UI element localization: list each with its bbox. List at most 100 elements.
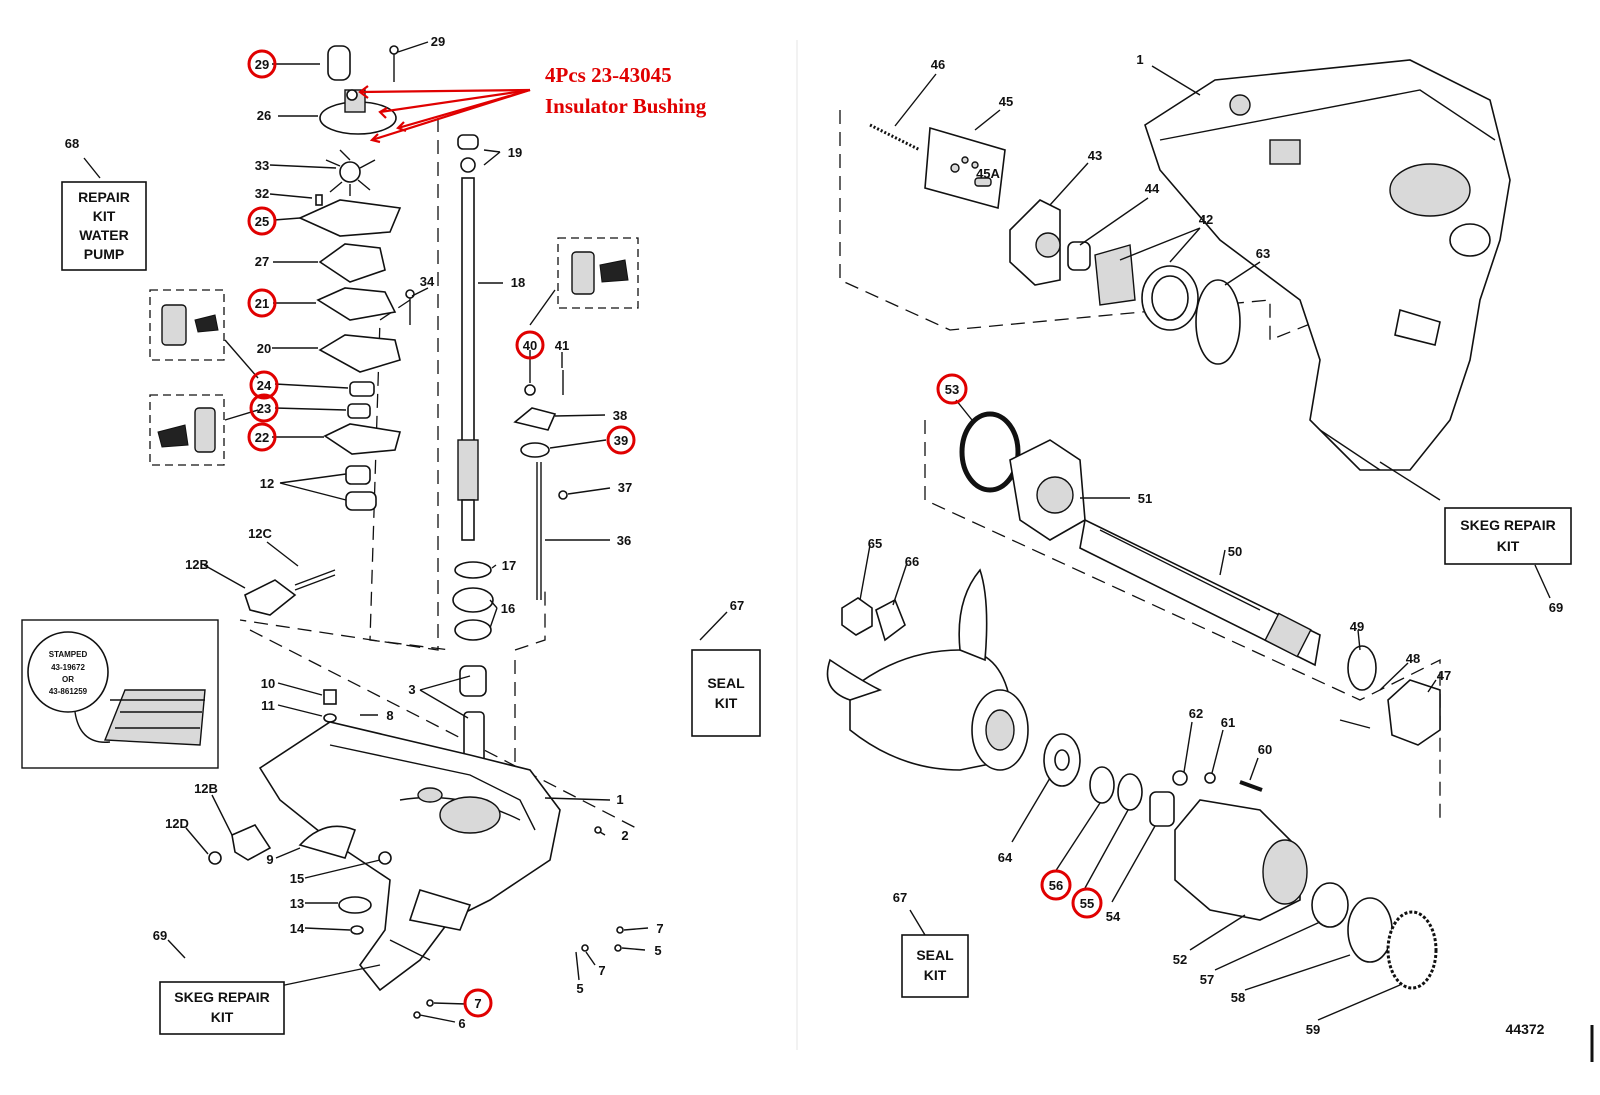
- part-label: 49: [1350, 619, 1364, 634]
- box-label: SKEG REPAIR: [174, 989, 269, 1005]
- part-label: 60: [1258, 742, 1272, 757]
- part-label: 69: [1549, 600, 1563, 615]
- part-label: 50: [1228, 544, 1242, 559]
- part-label: 62: [1189, 706, 1203, 721]
- part-label: 22: [255, 430, 269, 445]
- part-label: 12: [260, 476, 274, 491]
- left-diagram: STAMPED 43-19672 OR 43-861259 29 29 26 6…: [21, 34, 761, 1035]
- box-label: KIT: [924, 967, 947, 983]
- part-label: 26: [257, 108, 271, 123]
- part-label: 39: [614, 433, 628, 448]
- highlight-circle: [249, 370, 279, 400]
- right-part-labels: 46 1 45 43 45A 44 42 63 53 51 65 66 50 4…: [868, 52, 1563, 1037]
- part-label: 20: [257, 341, 271, 356]
- part-label: 2: [621, 828, 628, 843]
- highlight-circle: [606, 425, 636, 455]
- part-label: 52: [1173, 952, 1187, 967]
- part-label: 57: [1200, 972, 1214, 987]
- right-diagram: 46 1 45 43 45A 44 42 63 53 51 65 66 50 4…: [826, 52, 1594, 1062]
- part-label: 69: [153, 928, 167, 943]
- part-label: 15: [290, 871, 304, 886]
- annotation-arrows: [358, 85, 531, 144]
- part-label: 36: [617, 533, 631, 548]
- box-label: KIT: [93, 208, 116, 224]
- stamped-gear-text: STAMPED 43-19672 OR 43-861259: [49, 650, 88, 696]
- part-label: 21: [255, 296, 269, 311]
- part-label: 32: [255, 186, 269, 201]
- part-label: 5: [576, 981, 583, 996]
- box-label: SEAL: [707, 675, 745, 691]
- part-label: 19: [508, 145, 522, 160]
- stamped-line: 43-19672: [51, 663, 85, 672]
- part-label: 16: [501, 601, 515, 616]
- part-label: 51: [1138, 491, 1152, 506]
- part-label: 65: [868, 536, 882, 551]
- box-label: SKEG REPAIR: [1460, 517, 1555, 533]
- part-label: 33: [255, 158, 269, 173]
- part-label: 38: [613, 408, 627, 423]
- part-label: 29: [255, 57, 269, 72]
- part-label: 1: [1136, 52, 1143, 67]
- part-label: 29: [431, 34, 445, 49]
- box-label: WATER: [79, 227, 129, 243]
- box-label: KIT: [715, 695, 738, 711]
- stamped-line: STAMPED: [49, 650, 88, 659]
- part-label: 67: [730, 598, 744, 613]
- highlight-circle: [247, 422, 277, 452]
- stamped-line: OR: [62, 675, 74, 684]
- skeg-repair-kit-box-right: SKEG REPAIR KIT: [1444, 507, 1572, 565]
- skeg-repair-kit-box-left: SKEG REPAIR KIT: [159, 981, 285, 1035]
- part-label: 5: [654, 943, 661, 958]
- part-label: 64: [998, 850, 1013, 865]
- part-label: 34: [420, 274, 435, 289]
- highlight-annotations: 4Pcs 23-43045 Insulator Bushing: [247, 49, 1103, 1018]
- part-label: 54: [1106, 909, 1121, 924]
- box-label: KIT: [1497, 538, 1520, 554]
- part-label: 8: [386, 708, 393, 723]
- annotation-part-number: 4Pcs 23-43045: [545, 63, 672, 87]
- part-label: 46: [931, 57, 945, 72]
- figure-number: 44372: [1506, 1021, 1545, 1037]
- box-label: KIT: [211, 1009, 234, 1025]
- part-label: 6: [458, 1016, 465, 1031]
- seal-kit-box-right: SEAL KIT: [901, 934, 969, 998]
- part-label: 42: [1199, 212, 1213, 227]
- highlight-circle: [463, 988, 493, 1018]
- highlight-circle: [247, 206, 277, 236]
- part-label: 27: [255, 254, 269, 269]
- annotation-part-name: Insulator Bushing: [545, 94, 707, 118]
- part-label: 55: [1080, 896, 1094, 911]
- box-label: PUMP: [84, 246, 124, 262]
- box-label: REPAIR: [78, 189, 130, 205]
- part-label: 12C: [248, 526, 272, 541]
- part-label: 45A: [976, 166, 1000, 181]
- part-label: 40: [523, 338, 537, 353]
- part-label: 53: [945, 382, 959, 397]
- part-label: 7: [474, 996, 481, 1011]
- part-label: 18: [511, 275, 525, 290]
- part-label: 1: [616, 792, 623, 807]
- part-label: 61: [1221, 715, 1235, 730]
- part-label: 41: [555, 338, 569, 353]
- highlight-circle: [247, 49, 277, 79]
- part-label: 59: [1306, 1022, 1320, 1037]
- part-label: 47: [1437, 668, 1451, 683]
- part-label: 12B: [185, 557, 209, 572]
- part-label: 9: [266, 852, 273, 867]
- box-label: SEAL: [916, 947, 954, 963]
- highlight-circle: [1071, 887, 1103, 919]
- highlight-circle: [936, 373, 968, 405]
- seal-kit-box-left: SEAL KIT: [691, 649, 761, 737]
- part-label: 12D: [165, 816, 189, 831]
- part-label: 37: [618, 480, 632, 495]
- part-label: 66: [905, 554, 919, 569]
- part-label: 11: [261, 698, 275, 713]
- part-label: 13: [290, 896, 304, 911]
- part-label: 17: [502, 558, 516, 573]
- left-part-labels: 29 29 26 68 19 33 32 25 27 18 34 21 40 4…: [65, 34, 744, 1031]
- stamped-line: 43-861259: [49, 687, 88, 696]
- part-label: 44: [1145, 181, 1160, 196]
- part-label: 7: [656, 921, 663, 936]
